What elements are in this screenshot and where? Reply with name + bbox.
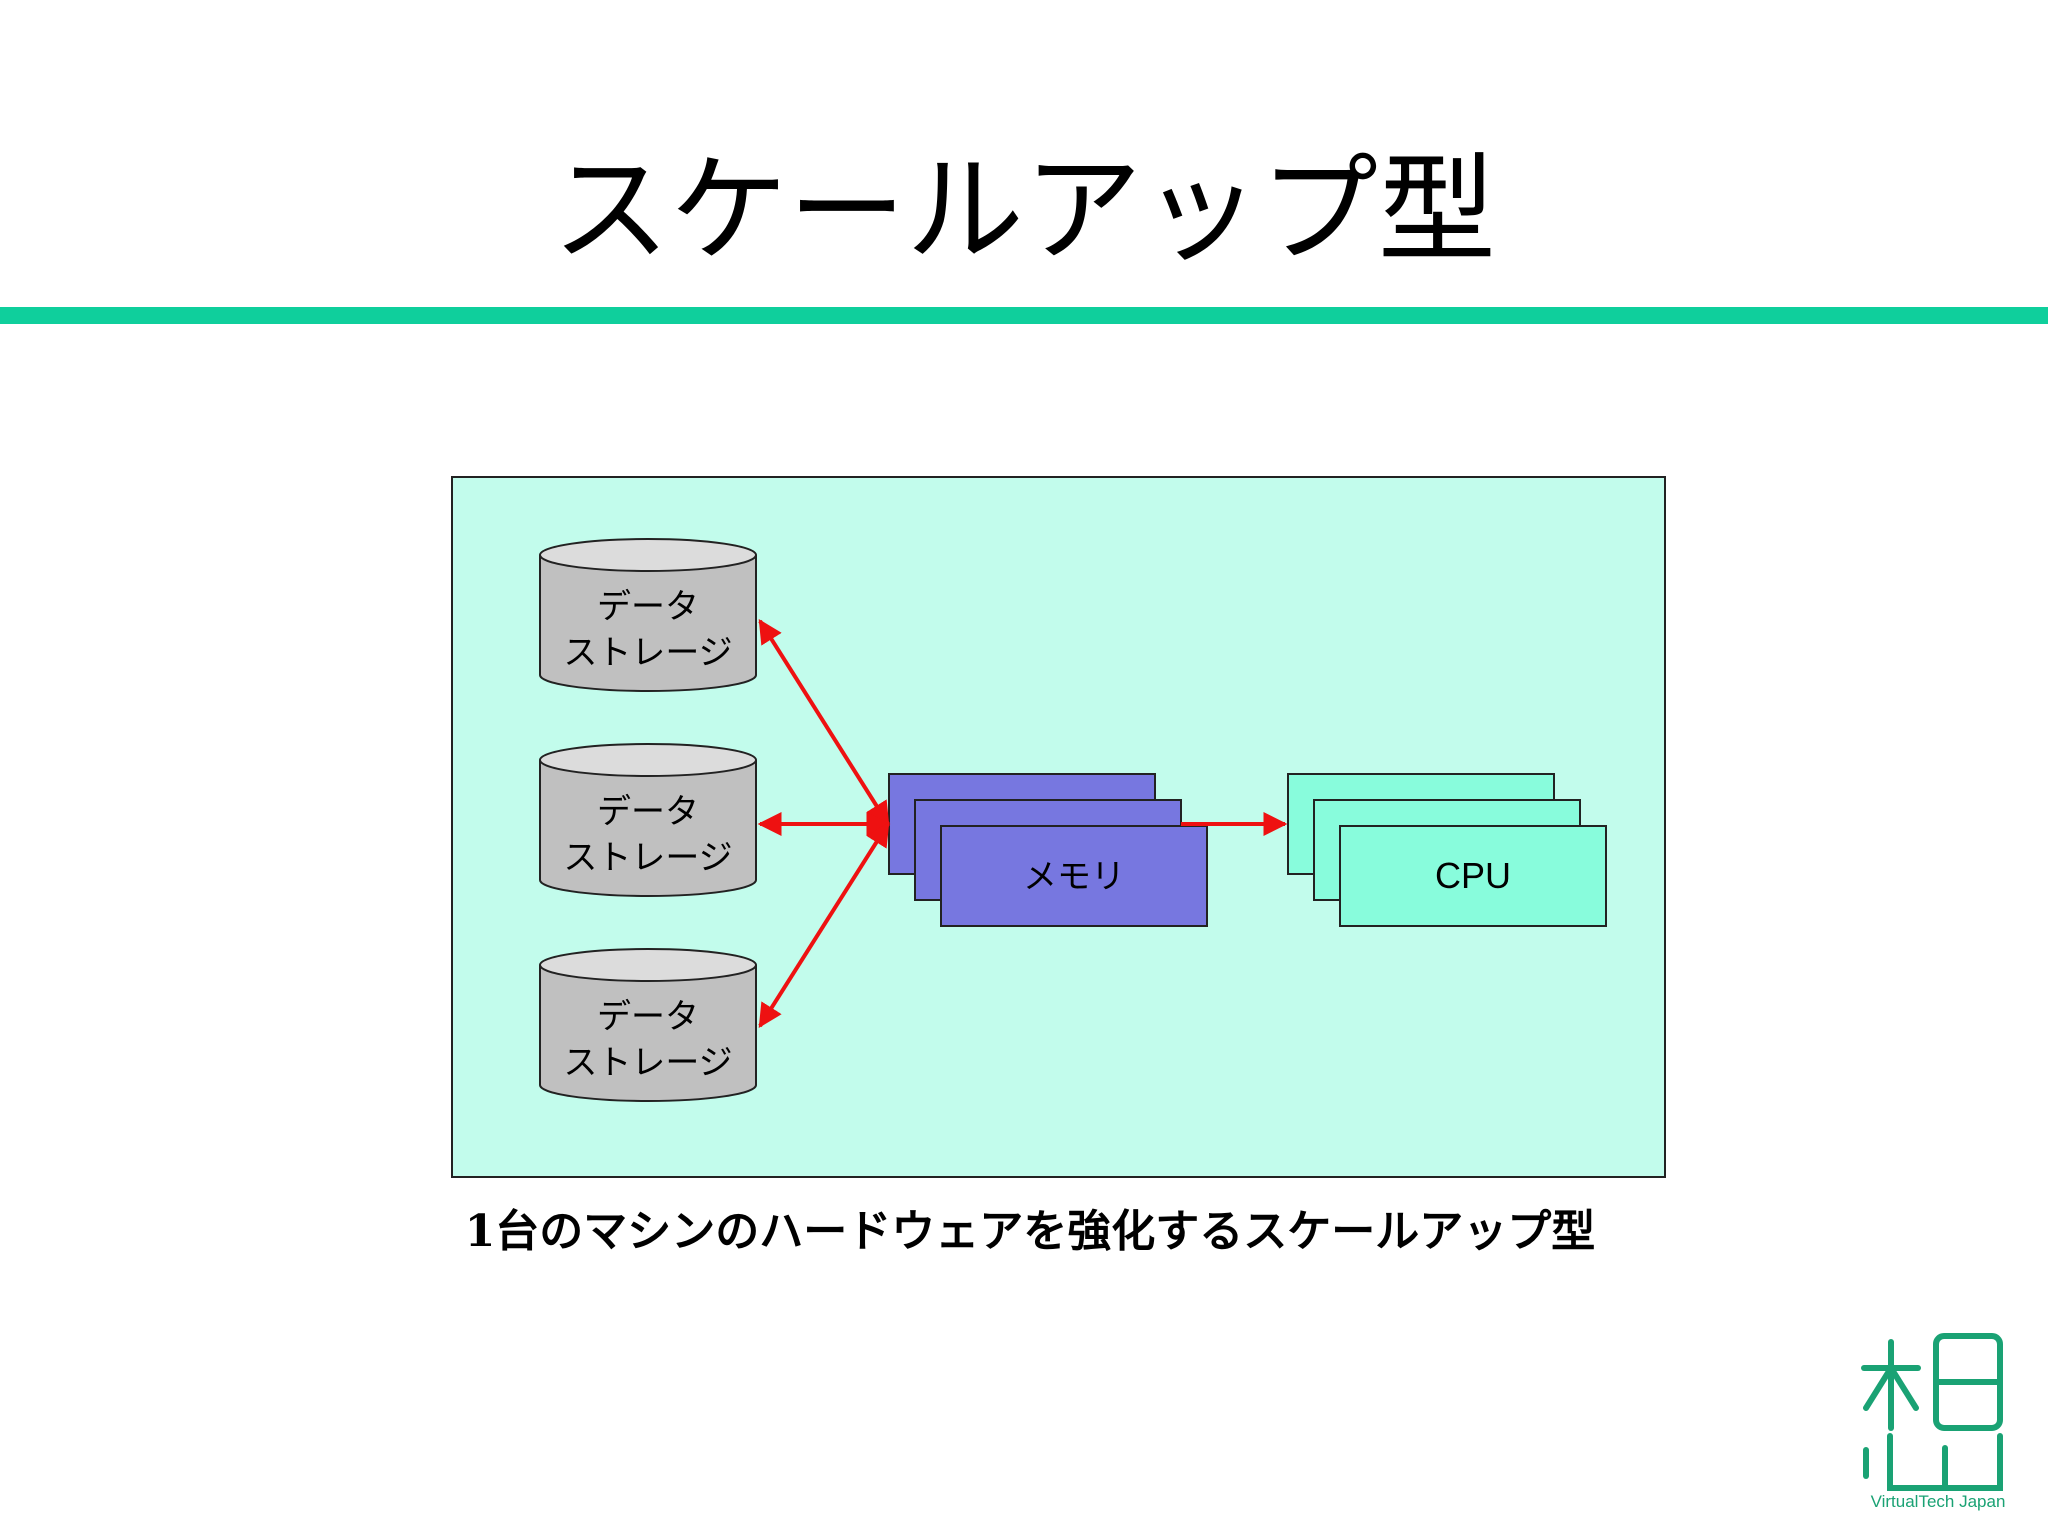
arrow-storage1-memory: [758, 618, 890, 827]
storage-label-line1: データ: [597, 792, 699, 832]
slide-title: スケールアップ型: [551, 141, 1496, 279]
company-logo-icon: [1861, 1333, 2003, 1491]
storage-label-line2: ストレージ: [563, 1043, 732, 1083]
title-divider: [0, 307, 2048, 324]
cpu-label: CPU: [1435, 855, 1511, 896]
memory-card-front: [940, 825, 1208, 927]
storage-cylinder-3: データ ストレージ: [539, 948, 757, 1102]
cpu-stack: CPU: [1287, 773, 1607, 927]
storage-cylinder-1: データ ストレージ: [539, 538, 757, 692]
storage-label-line2: ストレージ: [563, 633, 732, 673]
storage-cylinder-2: データ ストレージ: [539, 743, 757, 897]
slide-caption: 1台のマシンのハードウェアを強化するスケールアップ型: [464, 1206, 1596, 1257]
company-logo-text: VirtualTech Japan: [1870, 1492, 2006, 1511]
storage-label-line1: データ: [597, 997, 699, 1037]
arrow-storage3-memory: [758, 821, 890, 1029]
memory-label: メモリ: [1023, 857, 1125, 897]
storage-label-line2: ストレージ: [563, 838, 732, 878]
memory-stack: メモリ: [888, 773, 1208, 927]
cpu-card-front: [1339, 825, 1607, 927]
storage-label-line1: データ: [597, 587, 699, 627]
